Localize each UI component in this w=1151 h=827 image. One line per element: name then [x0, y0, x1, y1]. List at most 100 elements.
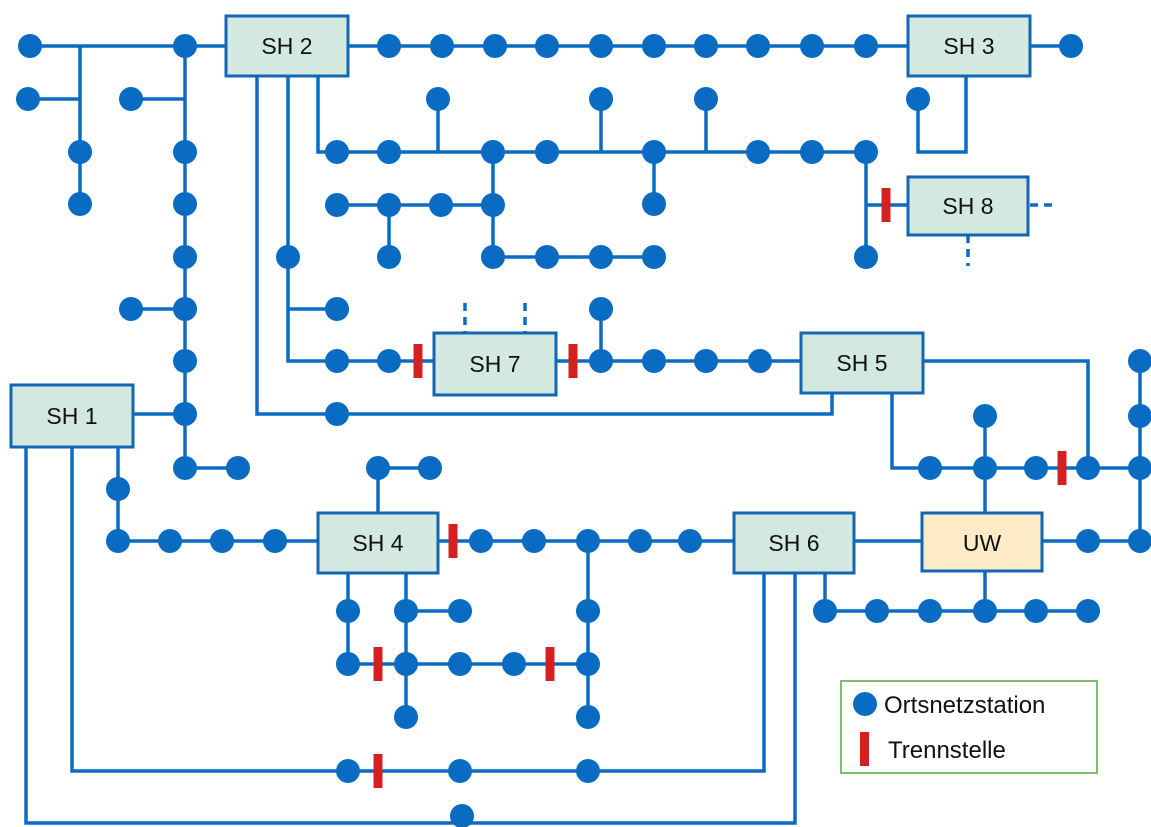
ortsnetzstation-node — [576, 529, 600, 553]
ortsnetzstation-node — [325, 297, 349, 321]
ortsnetzstation-node — [106, 477, 130, 501]
ortsnetzstation-node — [377, 34, 401, 58]
ortsnetzstation-node — [865, 599, 889, 623]
station-sh4-label: SH 4 — [352, 530, 403, 556]
ortsnetzstation-node — [854, 245, 878, 269]
ortsnetzstation-node — [325, 193, 349, 217]
ortsnetzstation-node — [483, 34, 507, 58]
station-sh5-box — [799, 331, 925, 395]
station-sh6-label: SH 6 — [768, 530, 819, 556]
legend-box — [840, 680, 1098, 774]
cable-line — [890, 393, 1140, 470]
ortsnetzstation-node — [1076, 456, 1100, 480]
station-sh2-box — [224, 14, 350, 78]
ortsnetzstation-node — [1128, 404, 1151, 428]
station-sh1-box — [9, 383, 135, 449]
ortsnetzstation-node — [589, 245, 613, 269]
ortsnetzstation-node — [628, 529, 652, 553]
trennstelle-marker — [373, 647, 383, 681]
ortsnetzstation-node — [276, 245, 300, 269]
cable-line — [70, 447, 766, 773]
ortsnetzstation-node — [173, 140, 197, 164]
station-sh3-label: SH 3 — [943, 33, 994, 59]
ortsnetzstation-node — [746, 34, 770, 58]
ortsnetzstation-node — [1024, 456, 1048, 480]
station-sh4-box — [316, 511, 440, 575]
ortsnetzstation-node — [535, 245, 559, 269]
ortsnetzstation-node — [448, 599, 472, 623]
ortsnetzstation-node — [642, 349, 666, 373]
ortsnetzstation-node — [642, 140, 666, 164]
ortsnetzstation-node — [173, 456, 197, 480]
trennstelle-marker — [373, 754, 383, 788]
ortsnetzstation-node — [210, 529, 234, 553]
station-sh7: SH 7 — [432, 331, 558, 397]
ortsnetzstation-node — [119, 87, 143, 111]
ortsnetzstation-node — [1128, 349, 1151, 373]
ortsnetzstation-node — [589, 297, 613, 321]
ortsnetzstation-node — [263, 529, 287, 553]
station-sh7-box — [432, 331, 558, 397]
cable-line — [823, 573, 1088, 613]
ortsnetzstation-node — [800, 34, 824, 58]
ortsnetzstation-node — [394, 599, 418, 623]
trennstelle-marker — [545, 647, 555, 681]
dashed-continuations — [463, 203, 1056, 333]
ortsnetzstation-node — [106, 529, 130, 553]
ortsnetzstation-node — [748, 349, 772, 373]
station-sh7-label: SH 7 — [469, 351, 520, 377]
ortsnetzstation-node — [694, 349, 718, 373]
cable-line — [316, 76, 866, 154]
ortsnetzstation-node — [854, 34, 878, 58]
station-uw-box — [920, 511, 1044, 573]
cable-line — [491, 152, 654, 259]
ortsnetzstation-node — [119, 297, 143, 321]
ortsnetzstation-node — [173, 34, 197, 58]
ortsnetzstation-node — [535, 140, 559, 164]
ortsnetzstation-node — [336, 759, 360, 783]
ortsnetzstation-node — [377, 140, 401, 164]
cable-line — [286, 76, 434, 363]
ortsnetzstation-node — [694, 87, 718, 111]
ortsnetzstation-node — [481, 245, 505, 269]
ortsnetzstation-node — [522, 529, 546, 553]
ortsnetzstation-node — [450, 804, 474, 827]
ortsnetzstation-node — [226, 456, 250, 480]
cable-line — [24, 447, 797, 825]
legend-node-icon — [853, 692, 877, 716]
station-sh5-label: SH 5 — [836, 350, 887, 376]
ortsnetzstation-node — [377, 349, 401, 373]
trennstelle-marker — [881, 188, 891, 222]
ortsnetzstation-node — [973, 599, 997, 623]
ortsnetzstation-node — [173, 349, 197, 373]
ortsnetzstation-node — [973, 456, 997, 480]
cable-line — [923, 359, 1090, 468]
station-sh2-label: SH 2 — [261, 33, 312, 59]
ortsnetzstation-node — [1128, 529, 1151, 553]
ortsnetzstation-node — [589, 34, 613, 58]
ortsnetzstation-node — [1024, 599, 1048, 623]
ortsnetzstation-node — [589, 349, 613, 373]
ortsnetzstation-node — [502, 652, 526, 676]
ortsnetzstation-node — [642, 245, 666, 269]
trennstelle-marker — [1057, 451, 1067, 485]
station-sh2: SH 2 — [224, 14, 350, 78]
ortsnetzstation-node — [426, 87, 450, 111]
ortsnetzstation-node — [535, 34, 559, 58]
ortsnetzstation-node — [325, 140, 349, 164]
ortsnetzstation-node — [576, 705, 600, 729]
ortsnetzstation-node — [336, 652, 360, 676]
ortsnetzstation-node — [642, 34, 666, 58]
station-sh5: SH 5 — [799, 331, 925, 395]
ortsnetzstation-node — [325, 402, 349, 426]
ortsnetzstation-node — [642, 192, 666, 216]
cable-line — [916, 76, 968, 154]
ortsnetzstation-node — [800, 140, 824, 164]
ortsnetzstation-node — [1059, 34, 1083, 58]
cable-line — [255, 76, 834, 416]
ortsnetzstation-node — [918, 456, 942, 480]
ortsnetzstation-node — [576, 759, 600, 783]
ortsnetzstation-node — [394, 652, 418, 676]
